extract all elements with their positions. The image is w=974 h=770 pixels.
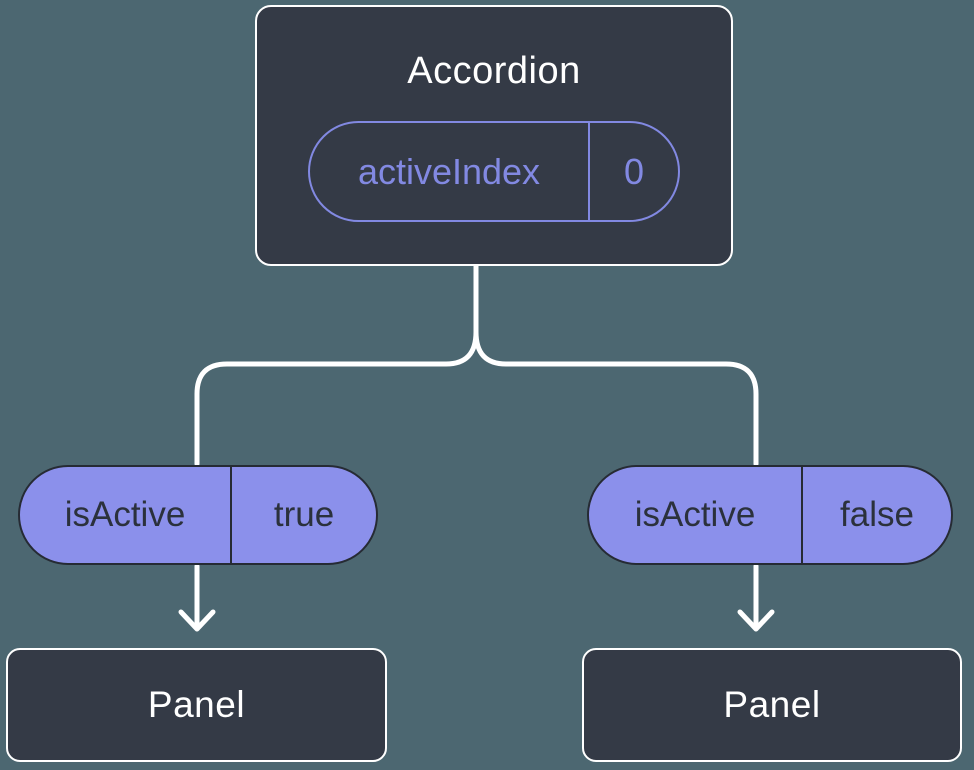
component-title: Accordion (407, 50, 581, 92)
prop-pill-isactive-false: isActive false (587, 465, 953, 565)
prop-pill-isactive-true: isActive true (18, 465, 378, 565)
arrow-down-icon (178, 563, 216, 632)
state-pill-activeindex: activeIndex 0 (308, 121, 680, 222)
prop-label: isActive (634, 495, 756, 534)
component-node-panel: Panel (6, 648, 387, 762)
component-node-panel: Panel (582, 648, 962, 762)
connector-branch-right (473, 329, 759, 467)
component-title: Panel (147, 684, 246, 725)
connector-branch-left (194, 329, 479, 467)
component-title: Panel (723, 684, 821, 725)
prop-value: true (230, 467, 376, 563)
prop-label: isActive (64, 495, 186, 534)
component-node-accordion: Accordion activeIndex 0 (255, 5, 733, 266)
state-label: activeIndex (357, 150, 541, 192)
arrow-down-icon (737, 563, 775, 632)
state-value: 0 (588, 123, 678, 220)
prop-value: false (801, 467, 951, 563)
